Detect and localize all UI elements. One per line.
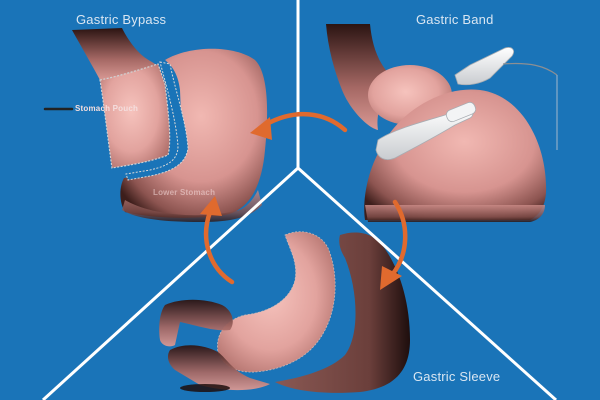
arrow-band-to-bypass [262,111,348,133]
label-lower-stomach: Lower Stomach [153,188,216,197]
sleeve-stomach-shape [217,231,336,373]
duodenum-lower [167,345,270,391]
esophagus-shape [72,28,158,80]
section-title-gastric-sleeve: Gastric Sleeve [413,369,501,384]
gastric-band-illustration [326,24,558,222]
transition-arrows [200,111,408,290]
removed-stomach-portion [275,232,410,393]
arrow-band-to-sleeve [389,199,408,278]
label-stomach-pouch: Stomach Pouch [75,104,139,113]
duodenum-upper [159,299,233,347]
banded-stomach-shape [364,89,547,220]
section-title-gastric-band: Gastric Band [416,12,494,27]
section-dividers [41,0,558,400]
arrowhead-icon [380,266,402,290]
section-title-gastric-bypass: Gastric Bypass [76,12,167,27]
arrowhead-icon [200,196,222,216]
divider-left-diagonal [41,166,300,400]
gastric-sleeve-illustration [159,231,410,393]
band-port-connector [454,47,514,86]
arrowhead-icon [250,117,272,140]
arrow-sleeve-to-bypass [203,209,235,285]
gastric-bypass-illustration [43,28,268,222]
divider-right-diagonal [296,166,558,400]
lower-stomach-shape [120,48,268,218]
stomach-pouch-shape [99,63,171,169]
